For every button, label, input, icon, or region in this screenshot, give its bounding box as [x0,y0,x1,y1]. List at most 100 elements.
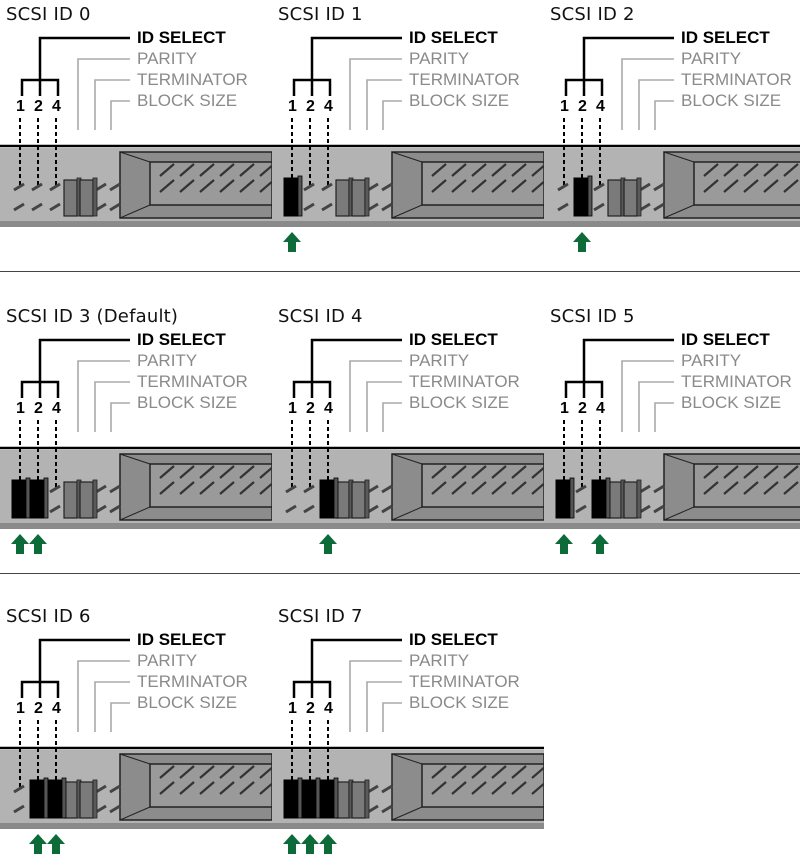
id-jumpers [283,777,339,819]
jumper-panel: SCSI ID 7 ID SELECT PARITY TERMINATOR BL… [272,602,544,862]
connector-pin [259,482,272,495]
grey-jumper-side [364,177,370,217]
header-pin [381,504,393,514]
connector-pin [471,179,487,193]
header-pin [367,804,379,814]
header-pin [303,202,315,212]
id-jumper [319,779,335,819]
grey-jumper [351,781,366,819]
bit-4-label: 4 [52,98,61,115]
parity-terminator-jumpers [63,177,98,217]
scsi-connector [391,453,544,521]
id-jumpers [283,175,303,217]
connector-pin [471,163,487,177]
connector-pin [471,481,487,495]
id-jumper-side [61,777,67,819]
id-select-label: ID SELECT [137,330,226,349]
header-pin [303,484,315,494]
connector-pin [219,163,235,177]
header-pin [13,804,25,814]
connector-pin [511,179,527,193]
bit-1-label: 1 [16,400,25,417]
connector-pin [451,765,467,779]
board-base [272,523,544,529]
block-size-label: BLOCK SIZE [137,91,238,110]
bit-1-label: 1 [560,400,569,417]
block-size-label: BLOCK SIZE [681,393,782,412]
header-pin [381,484,393,494]
id-jumper [29,479,45,519]
jumper-drawing [544,338,800,554]
id-select-label: ID SELECT [681,28,770,47]
scsi-connector [663,453,800,521]
jumper-panel: SCSI ID 5 ID SELECT PARITY TERMINATOR BL… [544,302,800,562]
id-jumper [301,779,317,819]
connector-pin [451,179,467,193]
grey-jumper [79,781,94,819]
jumper-panel: SCSI ID 0 ID SELECT PARITY TERMINATOR BL… [0,0,272,260]
up-arrow-icon [29,834,47,854]
connector-pin [491,179,507,193]
header-pin [95,504,107,514]
panel-title: SCSI ID 6 [6,606,91,627]
connector-pin [239,163,255,177]
jumper-drawing [0,36,272,227]
block-size-label: BLOCK SIZE [409,393,510,412]
header-pin [13,182,25,192]
connector-pin [219,781,235,795]
connector-pin [451,163,467,177]
block-size-label: BLOCK SIZE [137,693,238,712]
id-jumper-side [605,477,611,519]
bit-2-label: 2 [306,400,315,417]
header-pin [109,202,121,212]
label-leader-lines [20,638,130,732]
header-pin [367,202,379,212]
grey-jumper [335,179,350,217]
connector-pin [451,465,467,479]
label-leader-lines [564,338,674,432]
header-pin [31,182,43,192]
installed-jumper-arrows [573,232,591,252]
connector-pin [179,781,195,795]
connector-pin [431,163,447,177]
connector-pin [259,782,272,795]
parity-label: PARITY [681,351,742,370]
connector-pin [471,765,487,779]
label-leader-lines [292,36,402,130]
id-jumper [29,779,45,819]
connector-pin [239,179,255,193]
scsi-connector [391,753,544,821]
id-jumper-side [43,777,49,819]
connector-pin [743,481,759,495]
id-jumper [47,779,63,819]
up-arrow-icon [283,834,301,854]
connector-pin [743,163,759,177]
board-base [272,823,544,829]
panel-title: SCSI ID 4 [278,306,363,327]
jumper-panel: SCSI ID 1 ID SELECT PARITY TERMINATOR BL… [272,0,544,260]
installed-jumper-arrows [29,834,65,854]
parity-terminator-jumpers [607,177,642,217]
bit-1-label: 1 [288,98,297,115]
up-arrow-icon [301,834,319,854]
grey-jumper-side [636,479,642,519]
grey-jumper-side [636,177,642,217]
scsi-connector [119,453,272,521]
id-jumper-side [43,477,49,519]
grey-jumper [623,481,638,519]
connector-pin [511,163,527,177]
parity-label: PARITY [681,49,742,68]
id-jumpers [29,777,67,819]
id-jumper-side [297,175,303,217]
grey-jumper [63,179,78,217]
header-pin [639,504,651,514]
bit-2-label: 2 [34,400,43,417]
up-arrow-icon [29,534,47,554]
connector-pin [703,163,719,177]
grey-jumper [607,179,622,217]
connector-pin [491,781,507,795]
id-jumper [11,479,27,519]
id-jumper [591,479,607,519]
up-arrow-icon [47,834,65,854]
panel-title: SCSI ID 5 [550,306,635,327]
